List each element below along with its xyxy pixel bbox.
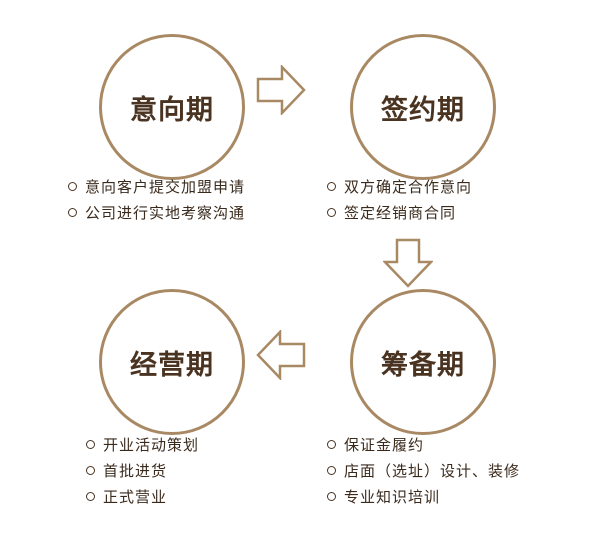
list-item-text: 正式营业 (103, 487, 168, 506)
hollow-circle-icon (327, 181, 336, 191)
stage-items-intent: 意向客户提交加盟申请 公司进行实地考察沟通 (68, 173, 245, 225)
list-item: 公司进行实地考察沟通 (68, 199, 245, 225)
hollow-circle-icon (86, 491, 95, 501)
hollow-circle-icon (327, 439, 336, 449)
hollow-circle-icon (68, 207, 77, 217)
list-item-text: 公司进行实地考察沟通 (85, 203, 246, 222)
hollow-arrow-down-icon (383, 238, 433, 288)
hollow-circle-icon (327, 491, 336, 501)
stage-title-operation: 经营期 (130, 349, 214, 381)
hollow-circle-icon (68, 181, 77, 191)
list-item-text: 意向客户提交加盟申请 (85, 177, 246, 196)
list-item: 保证金履约 (327, 431, 520, 457)
stage-circle-signing: 签约期 (350, 34, 496, 180)
list-item-text: 店面（选址）设计、装修 (344, 461, 521, 480)
stage-circle-preparation: 筹备期 (350, 289, 496, 435)
stage-items-operation: 开业活动策划 首批进货 正式营业 (86, 431, 199, 509)
list-item-text: 专业知识培训 (344, 487, 441, 506)
list-item: 双方确定合作意向 (327, 173, 472, 199)
list-item: 店面（选址）设计、装修 (327, 457, 520, 483)
stage-title-intent: 意向期 (130, 94, 214, 126)
stage-items-preparation: 保证金履约 店面（选址）设计、装修 专业知识培训 (327, 431, 520, 509)
list-item: 首批进货 (86, 457, 199, 483)
stage-title-signing: 签约期 (381, 94, 465, 126)
list-item: 意向客户提交加盟申请 (68, 173, 245, 199)
list-item-text: 开业活动策划 (103, 435, 200, 454)
list-item-text: 签定经销商合同 (344, 203, 457, 222)
stage-items-signing: 双方确定合作意向 签定经销商合同 (327, 173, 472, 225)
list-item: 正式营业 (86, 483, 199, 509)
hollow-circle-icon (327, 465, 336, 475)
list-item-text: 双方确定合作意向 (344, 177, 473, 196)
stage-title-preparation: 筹备期 (381, 349, 465, 381)
hollow-arrow-left-icon (256, 330, 306, 380)
stage-circle-operation: 经营期 (99, 289, 245, 435)
list-item: 开业活动策划 (86, 431, 199, 457)
list-item-text: 保证金履约 (344, 435, 425, 454)
list-item-text: 首批进货 (103, 461, 168, 480)
hollow-circle-icon (86, 465, 95, 475)
list-item: 专业知识培训 (327, 483, 520, 509)
hollow-arrow-right-icon (256, 65, 306, 115)
hollow-circle-icon (327, 207, 336, 217)
list-item: 签定经销商合同 (327, 199, 472, 225)
stage-circle-intent: 意向期 (99, 34, 245, 180)
hollow-circle-icon (86, 439, 95, 449)
